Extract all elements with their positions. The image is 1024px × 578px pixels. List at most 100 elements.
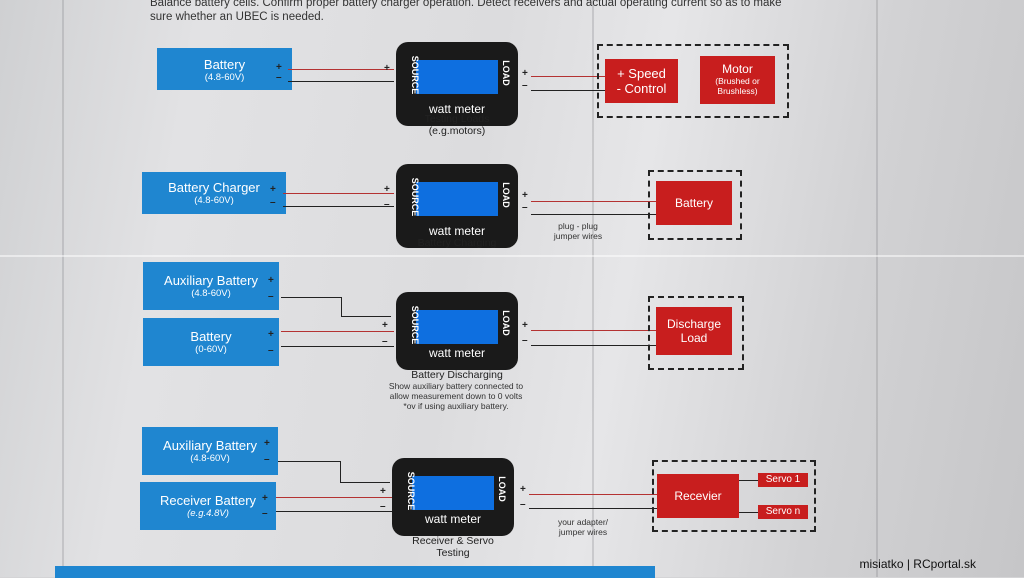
discharge-dashed-box <box>648 296 744 370</box>
discharge-load-box: Discharge Load <box>656 307 732 355</box>
servo-wire <box>739 512 758 513</box>
battery-target-label: Battery <box>674 196 713 210</box>
receiver-box: Recevier <box>657 474 739 518</box>
minus-sign: – <box>522 335 528 346</box>
aux-wire <box>278 461 340 462</box>
minus-sign: – <box>264 454 270 465</box>
battery-title: Battery <box>190 329 232 344</box>
plus-sign: + <box>276 62 282 73</box>
watermark: misiatko | RCportal.sk <box>859 557 976 571</box>
load-label: LOAD <box>501 310 511 336</box>
battery-dashed-box <box>648 170 742 240</box>
aux-battery-range: (4.8-60V) <box>190 453 230 464</box>
aux-battery-box: Auxiliary Battery (4.8-60V) <box>142 427 278 475</box>
receiver-battery-title: Receiver Battery <box>159 493 257 508</box>
battery-target-box: Battery <box>656 181 732 225</box>
wire-negative <box>276 511 392 512</box>
charger-title: Battery Charger <box>168 180 260 195</box>
watt-meter: SOURCE LOAD watt meter <box>396 164 518 248</box>
load-label: LOAD <box>501 182 511 208</box>
minus-sign: – <box>270 197 276 208</box>
minus-sign: – <box>268 345 274 356</box>
wire-positive <box>531 201 656 202</box>
load-dashed-box <box>597 44 789 118</box>
wire-negative <box>531 214 656 215</box>
plug-note: plug - plug jumper wires <box>553 221 603 241</box>
caption-testing-loads: Testing Loads (e.g.motors) <box>424 113 490 137</box>
aux-wire <box>340 482 390 483</box>
servo-n-box: Servo n <box>758 505 808 519</box>
charger-box: Battery Charger (4.8-60V) <box>142 172 286 214</box>
intro-text: Balance battery cells. Confirm proper ba… <box>150 0 850 24</box>
receiver-battery-range: (e.g.4.8V) <box>187 508 229 519</box>
watt-meter-label: watt meter <box>424 512 481 526</box>
discharging-note: Show auxiliary battery connected to allo… <box>388 381 524 411</box>
minus-sign: – <box>522 202 528 213</box>
aux-wire <box>281 297 341 298</box>
watt-meter-label: watt meter <box>428 102 485 116</box>
wire-positive <box>283 193 394 194</box>
meter-screen <box>416 182 498 216</box>
receiver-battery-box: Receiver Battery (e.g.4.8V) <box>140 482 276 530</box>
battery-box: Battery (0-60V) <box>143 318 279 366</box>
battery-range: (0-60V) <box>195 344 227 355</box>
battery-title: Battery <box>203 57 246 72</box>
motor-subtitle: (Brushed or Brushless) <box>715 76 760 96</box>
caption-battery-discharging: Battery Discharging <box>411 369 503 381</box>
plus-sign: + <box>262 493 268 504</box>
watt-meter-label: watt meter <box>428 346 485 360</box>
plus-sign: + <box>382 320 388 331</box>
aux-battery-title: Auxiliary Battery <box>164 273 258 288</box>
footer-bar <box>55 566 655 578</box>
meter-screen <box>416 60 498 94</box>
plus-sign: + <box>268 329 274 340</box>
watt-meter-label: watt meter <box>428 224 485 238</box>
aux-wire <box>341 297 342 317</box>
plus-sign: + <box>264 438 270 449</box>
battery-box: Battery (4.8-60V) <box>157 48 292 90</box>
wire-negative <box>529 508 657 509</box>
minus-sign: – <box>380 501 386 512</box>
servo-1-box: Servo 1 <box>758 473 808 487</box>
wire-positive <box>276 497 392 498</box>
minus-sign: – <box>262 508 268 519</box>
wire-positive <box>288 69 394 70</box>
plus-sign: + <box>520 484 526 495</box>
source-label: SOURCE <box>410 55 420 95</box>
intro-line-1: Balance battery cells. Confirm proper ba… <box>150 0 782 9</box>
minus-sign: – <box>384 199 390 210</box>
plus-sign: + <box>384 63 390 74</box>
wire-negative <box>288 81 394 82</box>
caption-battery-charging: Battery Charging <box>417 237 497 249</box>
wire-positive <box>531 76 606 77</box>
aux-wire <box>340 461 341 483</box>
aux-battery-range: (4.8-60V) <box>191 288 231 299</box>
source-label: SOURCE <box>410 177 420 217</box>
source-label: SOURCE <box>410 305 420 345</box>
load-label: LOAD <box>497 476 507 502</box>
adapter-note: your adapter/ jumper wires <box>557 517 609 537</box>
minus-sign: – <box>276 72 282 83</box>
aux-battery-title: Auxiliary Battery <box>163 438 257 453</box>
wire-positive <box>531 330 657 331</box>
wire-positive <box>529 494 657 495</box>
meter-screen <box>416 310 498 344</box>
minus-sign: – <box>268 291 274 302</box>
plus-sign: + <box>522 190 528 201</box>
plus-sign: + <box>268 275 274 286</box>
wire-negative <box>531 90 606 91</box>
motor-title: Motor <box>722 62 753 76</box>
battery-range: (4.8-60V) <box>204 72 245 83</box>
aux-battery-box: Auxiliary Battery (4.8-60V) <box>143 262 279 310</box>
plus-sign: + <box>384 184 390 195</box>
fold-line <box>592 0 594 577</box>
receiver-label: Recevier <box>674 489 722 503</box>
servo-wire <box>739 480 758 481</box>
wire-negative <box>281 346 394 347</box>
wire-positive <box>281 331 394 332</box>
charger-range: (4.8-60V) <box>194 195 234 206</box>
source-label: SOURCE <box>406 471 416 511</box>
motor-box: Motor (Brushed or Brushless) <box>700 56 775 104</box>
watt-meter: SOURCE LOAD watt meter <box>396 42 518 126</box>
